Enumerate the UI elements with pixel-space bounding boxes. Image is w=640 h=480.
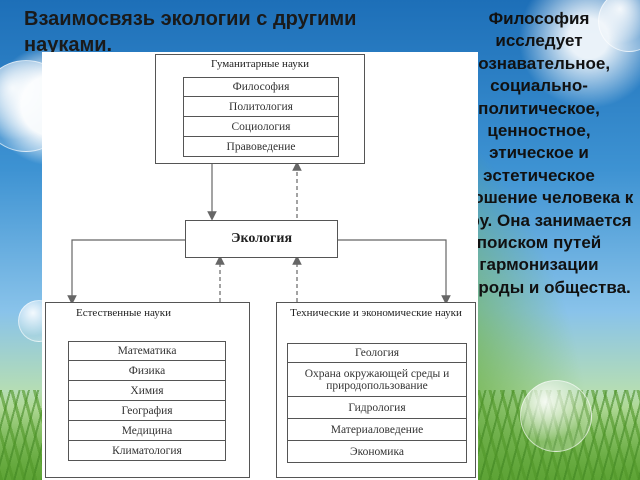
slide-title: Взаимосвязь экологии с другими науками. bbox=[24, 8, 357, 56]
list-item: Экономика bbox=[287, 441, 467, 463]
list-item: Физика bbox=[68, 361, 226, 381]
humanities-list: Философия Политология Социология Правове… bbox=[183, 77, 339, 157]
list-item: Социология bbox=[183, 117, 339, 137]
list-item: Геология bbox=[287, 343, 467, 363]
list-item: Политология bbox=[183, 97, 339, 117]
natural-sciences-list: Математика Физика Химия География Медици… bbox=[68, 341, 226, 461]
ecology-diagram: Гуманитарные науки Философия Политология… bbox=[42, 52, 478, 480]
list-item: География bbox=[68, 401, 226, 421]
list-item: Гидрология bbox=[287, 397, 467, 419]
technical-sciences-title: Технические и экономические науки bbox=[290, 307, 462, 319]
ecology-node: Экология bbox=[185, 220, 338, 258]
arrow-ecology-to-natural bbox=[67, 239, 185, 305]
list-item: Охрана окружающей среды и природопользов… bbox=[287, 363, 467, 397]
natural-sciences-group: Естественные науки Математика Физика Хим… bbox=[45, 302, 250, 478]
soap-bubble bbox=[520, 380, 592, 452]
list-item: Материаловедение bbox=[287, 419, 467, 441]
technical-sciences-list: Геология Охрана окружающей среды и приро… bbox=[287, 343, 467, 463]
list-item: Философия bbox=[183, 77, 339, 97]
list-item: Химия bbox=[68, 381, 226, 401]
diagram-connectors bbox=[67, 161, 451, 305]
arrow-ecology-to-technical bbox=[338, 239, 451, 305]
humanities-group: Гуманитарные науки Философия Политология… bbox=[155, 54, 365, 164]
technical-sciences-group: Технические и экономические науки Геолог… bbox=[276, 302, 476, 478]
list-item: Математика bbox=[68, 341, 226, 361]
humanities-title: Гуманитарные науки bbox=[210, 58, 309, 70]
philosophy-description: Философия исследует познавательное, соци… bbox=[444, 9, 634, 297]
list-item: Медицина bbox=[68, 421, 226, 441]
natural-sciences-title: Естественные науки bbox=[76, 307, 172, 319]
list-item: Климатология bbox=[68, 441, 226, 461]
list-item: Правоведение bbox=[183, 137, 339, 157]
